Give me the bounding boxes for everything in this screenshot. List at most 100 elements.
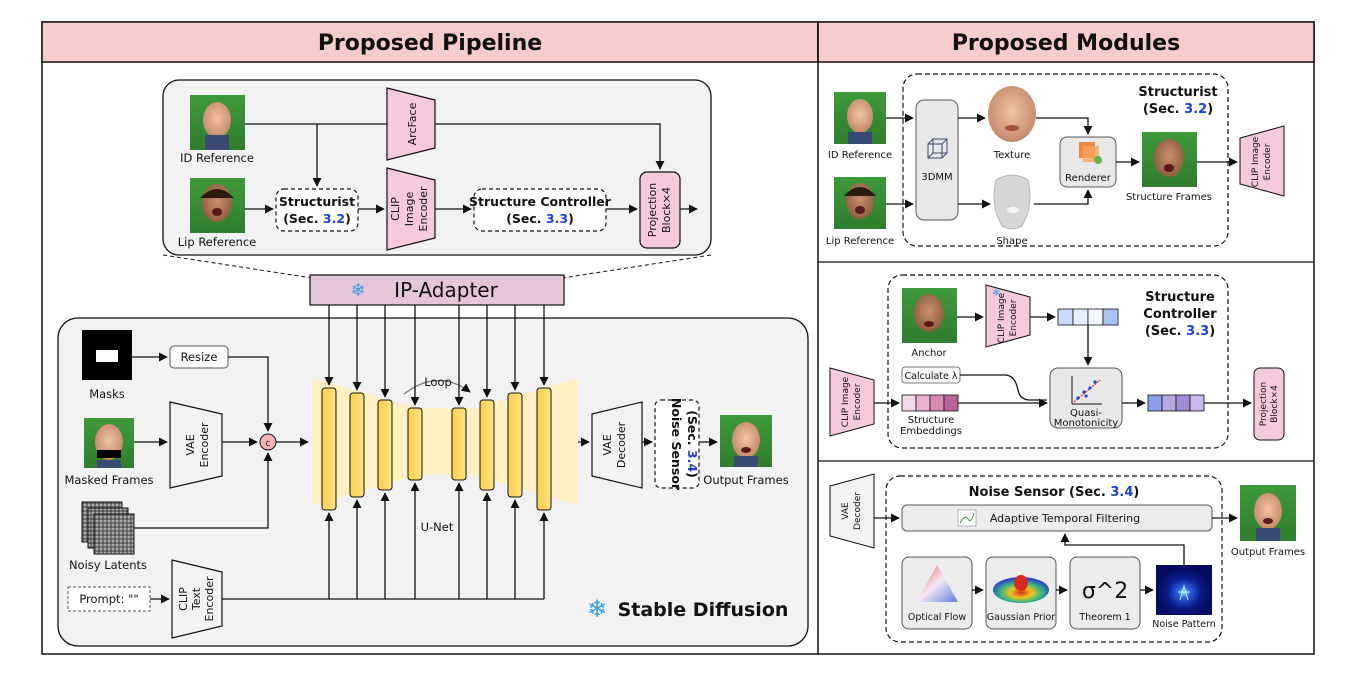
controller-clip-encoder-top: ❄ CLIP Image Encoder [985, 284, 1031, 348]
svg-text:Encoder: Encoder [417, 186, 430, 231]
svg-text:CLIP Image: CLIP Image [841, 376, 851, 427]
svg-text:Quasi-: Quasi- [1070, 408, 1102, 419]
id-reference-image [190, 95, 245, 150]
projection-block: Projection Block×4 [639, 171, 681, 249]
svg-text:σ^2: σ^2 [1082, 579, 1128, 604]
structurist-block: Structurist (Sec. 3.2) [275, 188, 359, 232]
3dmm-block: 3DMM [915, 99, 959, 221]
svg-text:Monotonicity: Monotonicity [1054, 418, 1119, 429]
ip-adapter-block: ❄ IP-Adapter [309, 274, 565, 306]
svg-text:Text: Text [190, 587, 203, 611]
svg-text:Noise Sensor: Noise Sensor [669, 398, 684, 491]
svg-text:Lip Reference: Lip Reference [826, 236, 894, 247]
svg-text:(Sec. 3.2): (Sec. 3.2) [1143, 102, 1213, 117]
svg-text:Structure Frames: Structure Frames [1126, 192, 1212, 203]
optical-flow-icon [916, 565, 958, 602]
shape-image [993, 174, 1031, 230]
concat-node: c [259, 433, 277, 451]
left-header-bg [41, 21, 819, 63]
svg-text:Encoder: Encoder [203, 576, 216, 621]
module-id-reference-image [834, 92, 886, 144]
masked-frames-image [84, 418, 134, 468]
svg-text:VAE: VAE [841, 502, 851, 520]
output-frames-image [720, 415, 772, 467]
masked-frames-label: Masked Frames [64, 473, 153, 487]
prompt-box: Prompt: "" [67, 586, 151, 612]
resize-block: Resize [169, 345, 229, 369]
svg-text:c: c [266, 439, 271, 449]
svg-text:Encoder: Encoder [1009, 299, 1019, 336]
svg-text:Structure Controller: Structure Controller [469, 194, 612, 209]
adaptive-filtering-block: Adaptive Temporal Filtering [901, 504, 1213, 532]
svg-text:Controller: Controller [1143, 307, 1217, 322]
svg-text:CLIP Image: CLIP Image [1251, 136, 1261, 187]
noise-vae-decoder: VAE Decoder [829, 473, 875, 549]
reference-panel [162, 79, 712, 256]
renderer-block: Renderer [1059, 136, 1117, 188]
noise-sensor-block: Noise Sensor (Sec. 3.4) [654, 398, 700, 491]
module-lip-reference-image [834, 177, 886, 229]
svg-text:Shape: Shape [996, 236, 1027, 247]
controller-clip-encoder-left: CLIP Image Encoder [829, 367, 875, 437]
right-header: Proposed Modules [952, 31, 1180, 56]
loop-label: Loop [424, 375, 452, 389]
right-header-bg [817, 21, 1315, 63]
svg-text:VAE: VAE [601, 434, 614, 455]
svg-text:ID Reference: ID Reference [828, 150, 892, 161]
svg-text:Gaussian Prior: Gaussian Prior [987, 612, 1056, 623]
arcface-block: ArcFace [386, 87, 436, 161]
snowflake-icon: ❄ [587, 595, 607, 623]
svg-text:Block×4: Block×4 [1270, 385, 1280, 423]
clip-image-encoder: CLIP Image Encoder [386, 167, 436, 251]
anchor-image [902, 288, 957, 343]
text-encoder-arrows [222, 482, 549, 600]
id-reference-label: ID Reference [180, 151, 254, 165]
svg-text:CLIP: CLIP [389, 197, 402, 221]
svg-text:Prompt: "": Prompt: "" [79, 592, 138, 606]
svg-text:Texture: Texture [993, 150, 1031, 161]
svg-text:(Sec. 3.4): (Sec. 3.4) [685, 410, 700, 478]
stable-diffusion-label: Stable Diffusion [618, 599, 789, 621]
optical-flow-block: Optical Flow [901, 556, 973, 630]
svg-text:VAE: VAE [184, 434, 197, 455]
svg-text:CLIP Image: CLIP Image [997, 292, 1007, 343]
svg-text:Theorem 1: Theorem 1 [1078, 612, 1130, 623]
svg-text:(Sec. 3.3): (Sec. 3.3) [1145, 324, 1215, 339]
svg-text:Renderer: Renderer [1065, 173, 1112, 184]
vae-decoder-block: VAE Decoder [591, 401, 643, 489]
render-cube-icon [1079, 142, 1102, 164]
structure-embeddings [901, 394, 959, 412]
module-clip-image-encoder: CLIP Image Encoder [1239, 125, 1285, 197]
snowflake-icon: ❄ [350, 280, 365, 301]
structure-frames-image [1142, 132, 1197, 187]
svg-text:Decoder: Decoder [615, 421, 628, 468]
calculate-lambda: Calculate λ [901, 366, 961, 384]
texture-image [988, 86, 1036, 142]
svg-text:Embeddings: Embeddings [900, 426, 962, 437]
svg-text:Projection: Projection [646, 183, 659, 237]
unet-block: Loop U-Net [312, 375, 578, 534]
svg-text:Encoder: Encoder [198, 422, 211, 467]
quasi-monotonicity-block: Quasi- Monotonicity [1049, 367, 1123, 429]
svg-text:Encoder: Encoder [853, 383, 863, 420]
structurist-module-title: Structurist [1138, 85, 1217, 100]
masks-image [82, 330, 132, 380]
lip-reference-label: Lip Reference [178, 235, 256, 249]
svg-text:Projection: Projection [1259, 382, 1269, 427]
noisy-latents-label: Noisy Latents [69, 558, 147, 572]
svg-text:Decoder: Decoder [853, 492, 863, 530]
controller-projection-block: Projection Block×4 [1253, 367, 1285, 441]
noisy-latents-image [81, 501, 135, 555]
output-embedding [1147, 394, 1205, 412]
svg-text:Image: Image [403, 192, 416, 227]
svg-text:(Sec. 3.2): (Sec. 3.2) [283, 211, 351, 226]
svg-text:IP-Adapter: IP-Adapter [394, 278, 498, 302]
svg-text:CLIP: CLIP [177, 587, 190, 611]
noise-module-title: Noise Sensor (Sec. 3.4) [969, 485, 1140, 500]
svg-text:ArcFace: ArcFace [406, 102, 419, 145]
masks-label: Masks [89, 387, 125, 401]
vae-encoder-block: VAE Encoder [169, 401, 223, 489]
anchor-embedding [1057, 308, 1119, 326]
svg-text:(Sec. 3.3): (Sec. 3.3) [506, 211, 574, 226]
